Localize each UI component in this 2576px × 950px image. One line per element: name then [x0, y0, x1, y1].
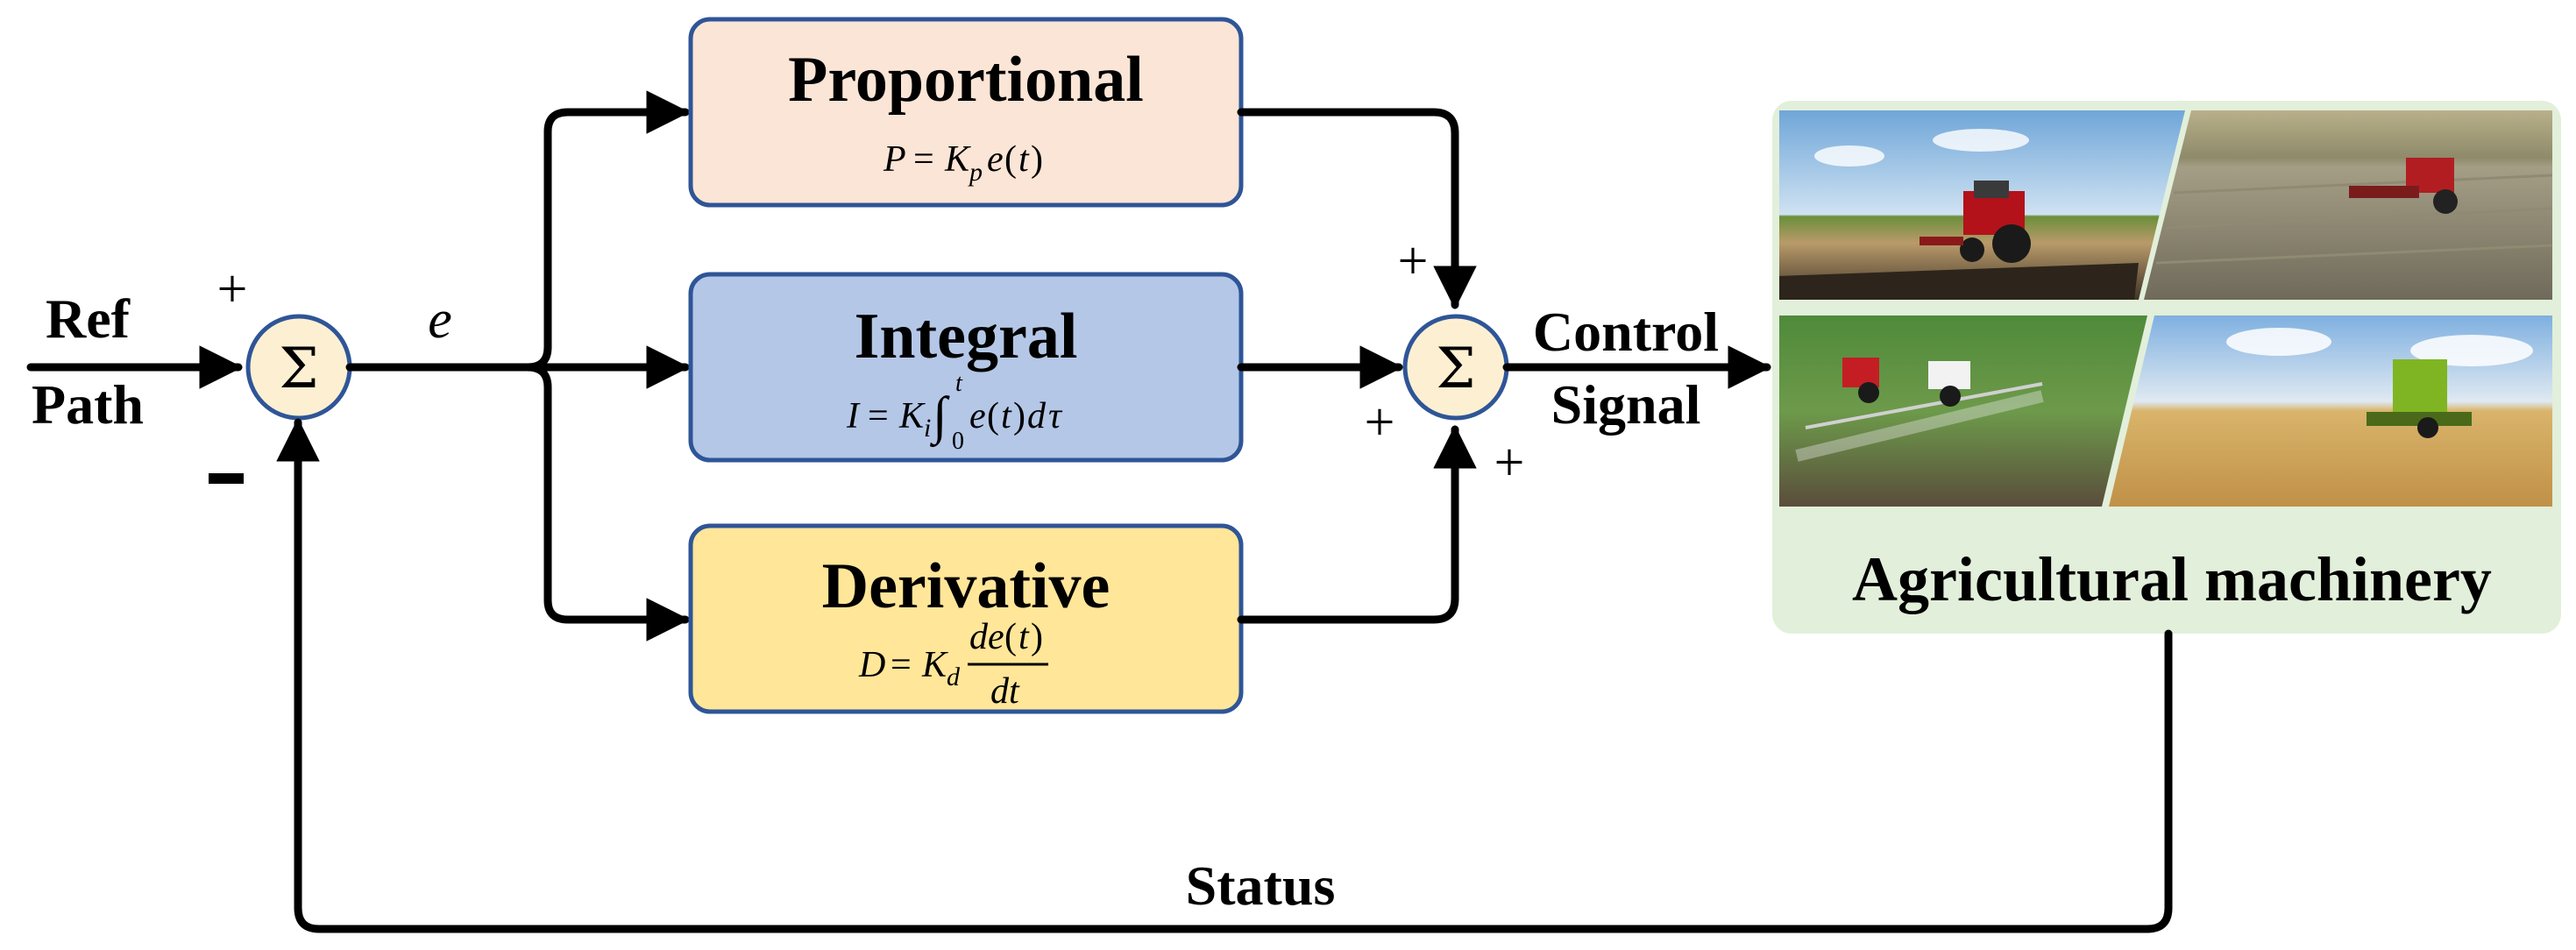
svg-text:t: t: [1001, 396, 1012, 436]
status-label: Status: [1186, 854, 1336, 917]
machinery-title: Agricultural machinery: [1852, 544, 2492, 614]
svg-text:I: I: [846, 396, 861, 436]
plus-sign-derivative: +: [1494, 433, 1525, 493]
sigma-symbol: Σ: [279, 337, 318, 401]
output-summing-junction: Σ: [1402, 314, 1509, 421]
ref-label: Ref: [46, 287, 131, 350]
agricultural-machinery-panel: Agricultural machinery: [1772, 101, 2561, 634]
derivative-output-arrow: [1237, 425, 1477, 624]
svg-text:K: K: [898, 396, 926, 436]
svg-text:K: K: [944, 139, 971, 180]
integral-title: Integral: [855, 301, 1078, 372]
derivative-block: Derivative D = K d de ( t ) dt: [688, 523, 1244, 714]
svg-text:dt: dt: [990, 671, 1020, 712]
svg-text:): ): [1013, 396, 1025, 436]
path-label: Path: [32, 373, 144, 436]
svg-text:=: =: [868, 396, 889, 436]
svg-text:∫: ∫: [930, 386, 950, 448]
svg-text:): ): [1031, 617, 1043, 657]
svg-text:P: P: [883, 139, 906, 180]
error-to-proportional-arrow: [523, 90, 690, 372]
svg-text:): ): [1031, 139, 1043, 180]
svg-text:τ: τ: [1048, 396, 1063, 436]
svg-text:t: t: [955, 370, 963, 397]
svg-text:=: =: [891, 645, 912, 685]
svg-text:t: t: [1018, 139, 1030, 180]
plus-sign-reference: +: [217, 259, 248, 319]
svg-text:d: d: [1027, 396, 1047, 436]
proportional-block: Proportional P = K p e ( t ): [688, 17, 1244, 208]
svg-text:e: e: [969, 396, 986, 436]
svg-text:de: de: [969, 617, 1004, 657]
seeder-photo: [2144, 110, 2553, 300]
plus-sign-integral: +: [1365, 393, 1395, 452]
error-summing-junction: Σ: [245, 314, 352, 421]
integral-block: Integral I = K i ∫ t 0 e ( t ) d τ: [688, 272, 1244, 463]
derivative-title: Derivative: [822, 550, 1111, 622]
svg-text:K: K: [921, 645, 948, 685]
svg-text:(: (: [1004, 139, 1017, 180]
control-label: Control: [1533, 301, 1719, 363]
derivative-formula: D = K d de ( t ) dt: [858, 617, 1048, 712]
svg-text:=: =: [913, 139, 934, 180]
error-symbol: e: [428, 290, 452, 350]
minus-sign-feedback: [209, 473, 244, 484]
svg-text:i: i: [924, 414, 931, 443]
signal-label: Signal: [1551, 373, 1701, 436]
svg-text:d: d: [947, 663, 961, 691]
svg-text:e: e: [987, 139, 1004, 180]
svg-text:(: (: [1004, 617, 1017, 657]
integral-formula: I = K i ∫ t 0 e ( t ) d τ: [846, 370, 1063, 455]
plus-sign-proportional: +: [1398, 231, 1429, 291]
svg-text:0: 0: [952, 428, 964, 455]
proportional-formula: P = K p e ( t ): [883, 139, 1043, 187]
proportional-output-arrow: [1237, 108, 1477, 309]
combine-harvester-photo: [2109, 315, 2552, 507]
feedback-status-arrow: [276, 418, 2173, 933]
svg-text:D: D: [858, 645, 885, 685]
proportional-title: Proportional: [788, 44, 1144, 116]
error-to-derivative-arrow: [523, 363, 690, 642]
tractor-plowing-photo: [1779, 110, 2185, 300]
sprayer-photo: [1779, 315, 2147, 507]
sigma-symbol: Σ: [1436, 337, 1475, 401]
svg-text:t: t: [1018, 617, 1030, 657]
svg-text:(: (: [987, 396, 999, 436]
svg-text:p: p: [968, 158, 983, 187]
